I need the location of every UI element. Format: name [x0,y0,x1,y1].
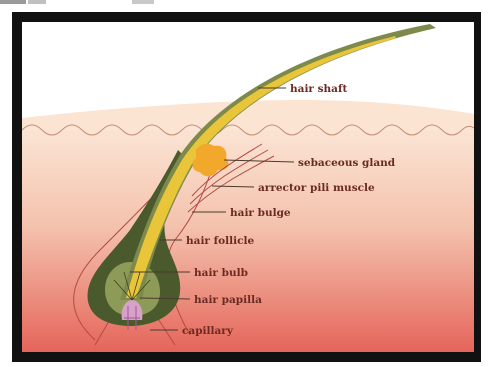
label-sebaceous-gland: sebaceous gland [298,157,396,169]
label-hair-bulb: hair bulb [194,267,248,279]
corner-mark [28,0,46,4]
label-hair-papilla: hair papilla [194,294,262,306]
label-capillary: capillary [182,325,234,337]
corner-mark [0,0,26,4]
label-hair-bulge: hair bulge [230,207,291,219]
corner-mark [132,0,154,4]
label-hair-follicle: hair follicle [186,235,254,247]
label-arrector-pili-muscle: arrector pili muscle [258,182,375,194]
label-hair-shaft: hair shaft [290,83,347,95]
